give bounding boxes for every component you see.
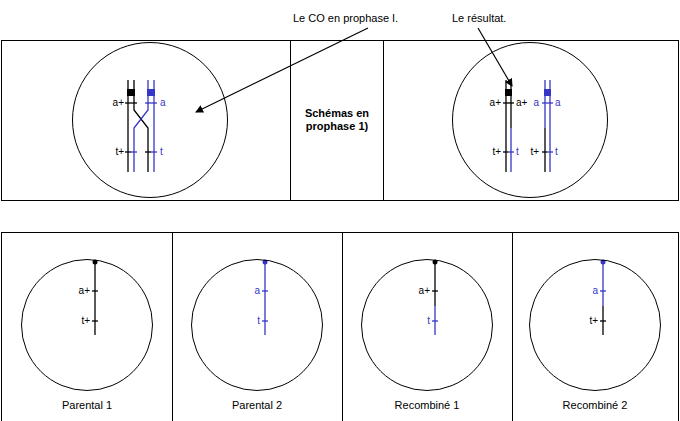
gene-mark	[125, 102, 137, 103]
gene-mark	[542, 102, 553, 103]
callout-label: Le résultat.	[452, 12, 506, 25]
allele-label: a+	[419, 285, 430, 297]
allele-label: t	[555, 146, 558, 158]
circle-outline	[72, 42, 228, 198]
gene-mark	[432, 320, 438, 321]
gene-mark	[503, 102, 514, 103]
gamete-panel: Recombiné 2 a t+	[512, 233, 678, 421]
circle-outline	[191, 259, 323, 391]
gene-mark	[92, 320, 98, 321]
panel-divider	[383, 41, 384, 201]
panel-caption: Recombiné 2	[563, 399, 628, 412]
chromatid	[264, 262, 265, 335]
cell-outline	[530, 260, 661, 391]
gene-mark	[131, 151, 137, 152]
allele-label: t+	[530, 146, 539, 158]
chromatid	[94, 262, 95, 335]
chromatid	[134, 80, 148, 172]
allele-label: t	[160, 146, 163, 158]
cell-circle: a+ a+ a a t+ t t+ t	[452, 42, 608, 198]
panel-frames	[2, 41, 679, 421]
gene-mark	[600, 320, 606, 321]
gamete-panel: Parental 2at	[172, 233, 342, 421]
gene-mark	[600, 290, 606, 291]
cell-circle: a+ t+	[21, 259, 153, 391]
gamete-panel: Parental 1 a+ t+	[2, 233, 172, 421]
panel-divider	[342, 233, 343, 421]
panel-caption: Recombiné 1	[395, 399, 460, 412]
gene-mark	[145, 151, 151, 152]
cell-outline	[362, 260, 493, 391]
chromatid	[544, 128, 545, 172]
allele-label: t	[516, 146, 519, 158]
allele-label: a	[555, 97, 561, 109]
cell-circle: at	[191, 259, 323, 391]
panel-divider	[290, 41, 291, 201]
chromatid	[510, 80, 511, 128]
allele-label: a	[533, 97, 539, 109]
result-chromosomes	[503, 80, 553, 172]
allele-label: t+	[492, 146, 501, 158]
gene-mark	[145, 102, 157, 103]
panel-caption: Parental 2	[232, 399, 282, 412]
panel-caption: Parental 1	[62, 399, 112, 412]
panel-divider	[512, 233, 513, 421]
allele-label: t+	[81, 315, 90, 327]
chromatid	[510, 128, 511, 172]
callout-label: Le CO en prophase I.	[293, 12, 398, 25]
gene-mark	[262, 320, 268, 321]
cell-circle: a+ t	[361, 259, 493, 391]
allele-label: a	[160, 97, 166, 109]
crossover-chromosomes	[125, 80, 157, 172]
allele-label: a+	[79, 285, 90, 297]
allele-label: t+	[115, 146, 124, 158]
bottom-frame	[2, 233, 679, 421]
cell-outline	[22, 260, 153, 391]
gene-mark	[542, 151, 548, 152]
cell-outline	[73, 43, 228, 198]
allele-label: t+	[589, 315, 598, 327]
chromatid	[134, 80, 148, 172]
allele-label: t	[427, 315, 430, 327]
circle-outline	[452, 42, 608, 198]
gene-mark	[503, 151, 509, 152]
allele-label: a	[254, 285, 260, 297]
leader-arrow	[196, 28, 368, 112]
circle-outline	[361, 259, 493, 391]
allele-label: a+	[516, 97, 527, 109]
gene-mark	[509, 151, 515, 152]
centromere	[147, 89, 155, 96]
panel-divider	[172, 233, 173, 421]
gene-mark	[151, 151, 157, 152]
cell-outline	[192, 260, 323, 391]
gamete-chromatids	[92, 262, 606, 335]
gene-mark	[432, 290, 438, 291]
cell-circle: a+ a t+ t	[72, 42, 228, 198]
centromere	[544, 89, 551, 96]
allele-label: a+	[113, 97, 124, 109]
gene-mark	[92, 290, 98, 291]
cell-circle: a t+	[529, 259, 661, 391]
gene-mark	[262, 290, 268, 291]
leader-arrow	[478, 28, 512, 86]
allele-label: a	[592, 285, 598, 297]
centromere	[127, 89, 135, 96]
chromatid	[544, 80, 545, 128]
gamete-panel: Recombiné 1 a+ t	[342, 233, 512, 421]
allele-label: t	[257, 315, 260, 327]
panel-caption: Schémas en prophase 1)	[295, 107, 379, 132]
chromatid	[602, 262, 603, 306]
centromere	[505, 89, 512, 96]
allele-label: a+	[490, 97, 501, 109]
top-frame	[2, 41, 679, 201]
gene-mark	[125, 151, 131, 152]
chromatid	[434, 262, 435, 306]
title-panel: Schémas en prophase 1)	[291, 41, 383, 200]
cell-outline	[453, 43, 608, 198]
gene-mark	[548, 151, 554, 152]
